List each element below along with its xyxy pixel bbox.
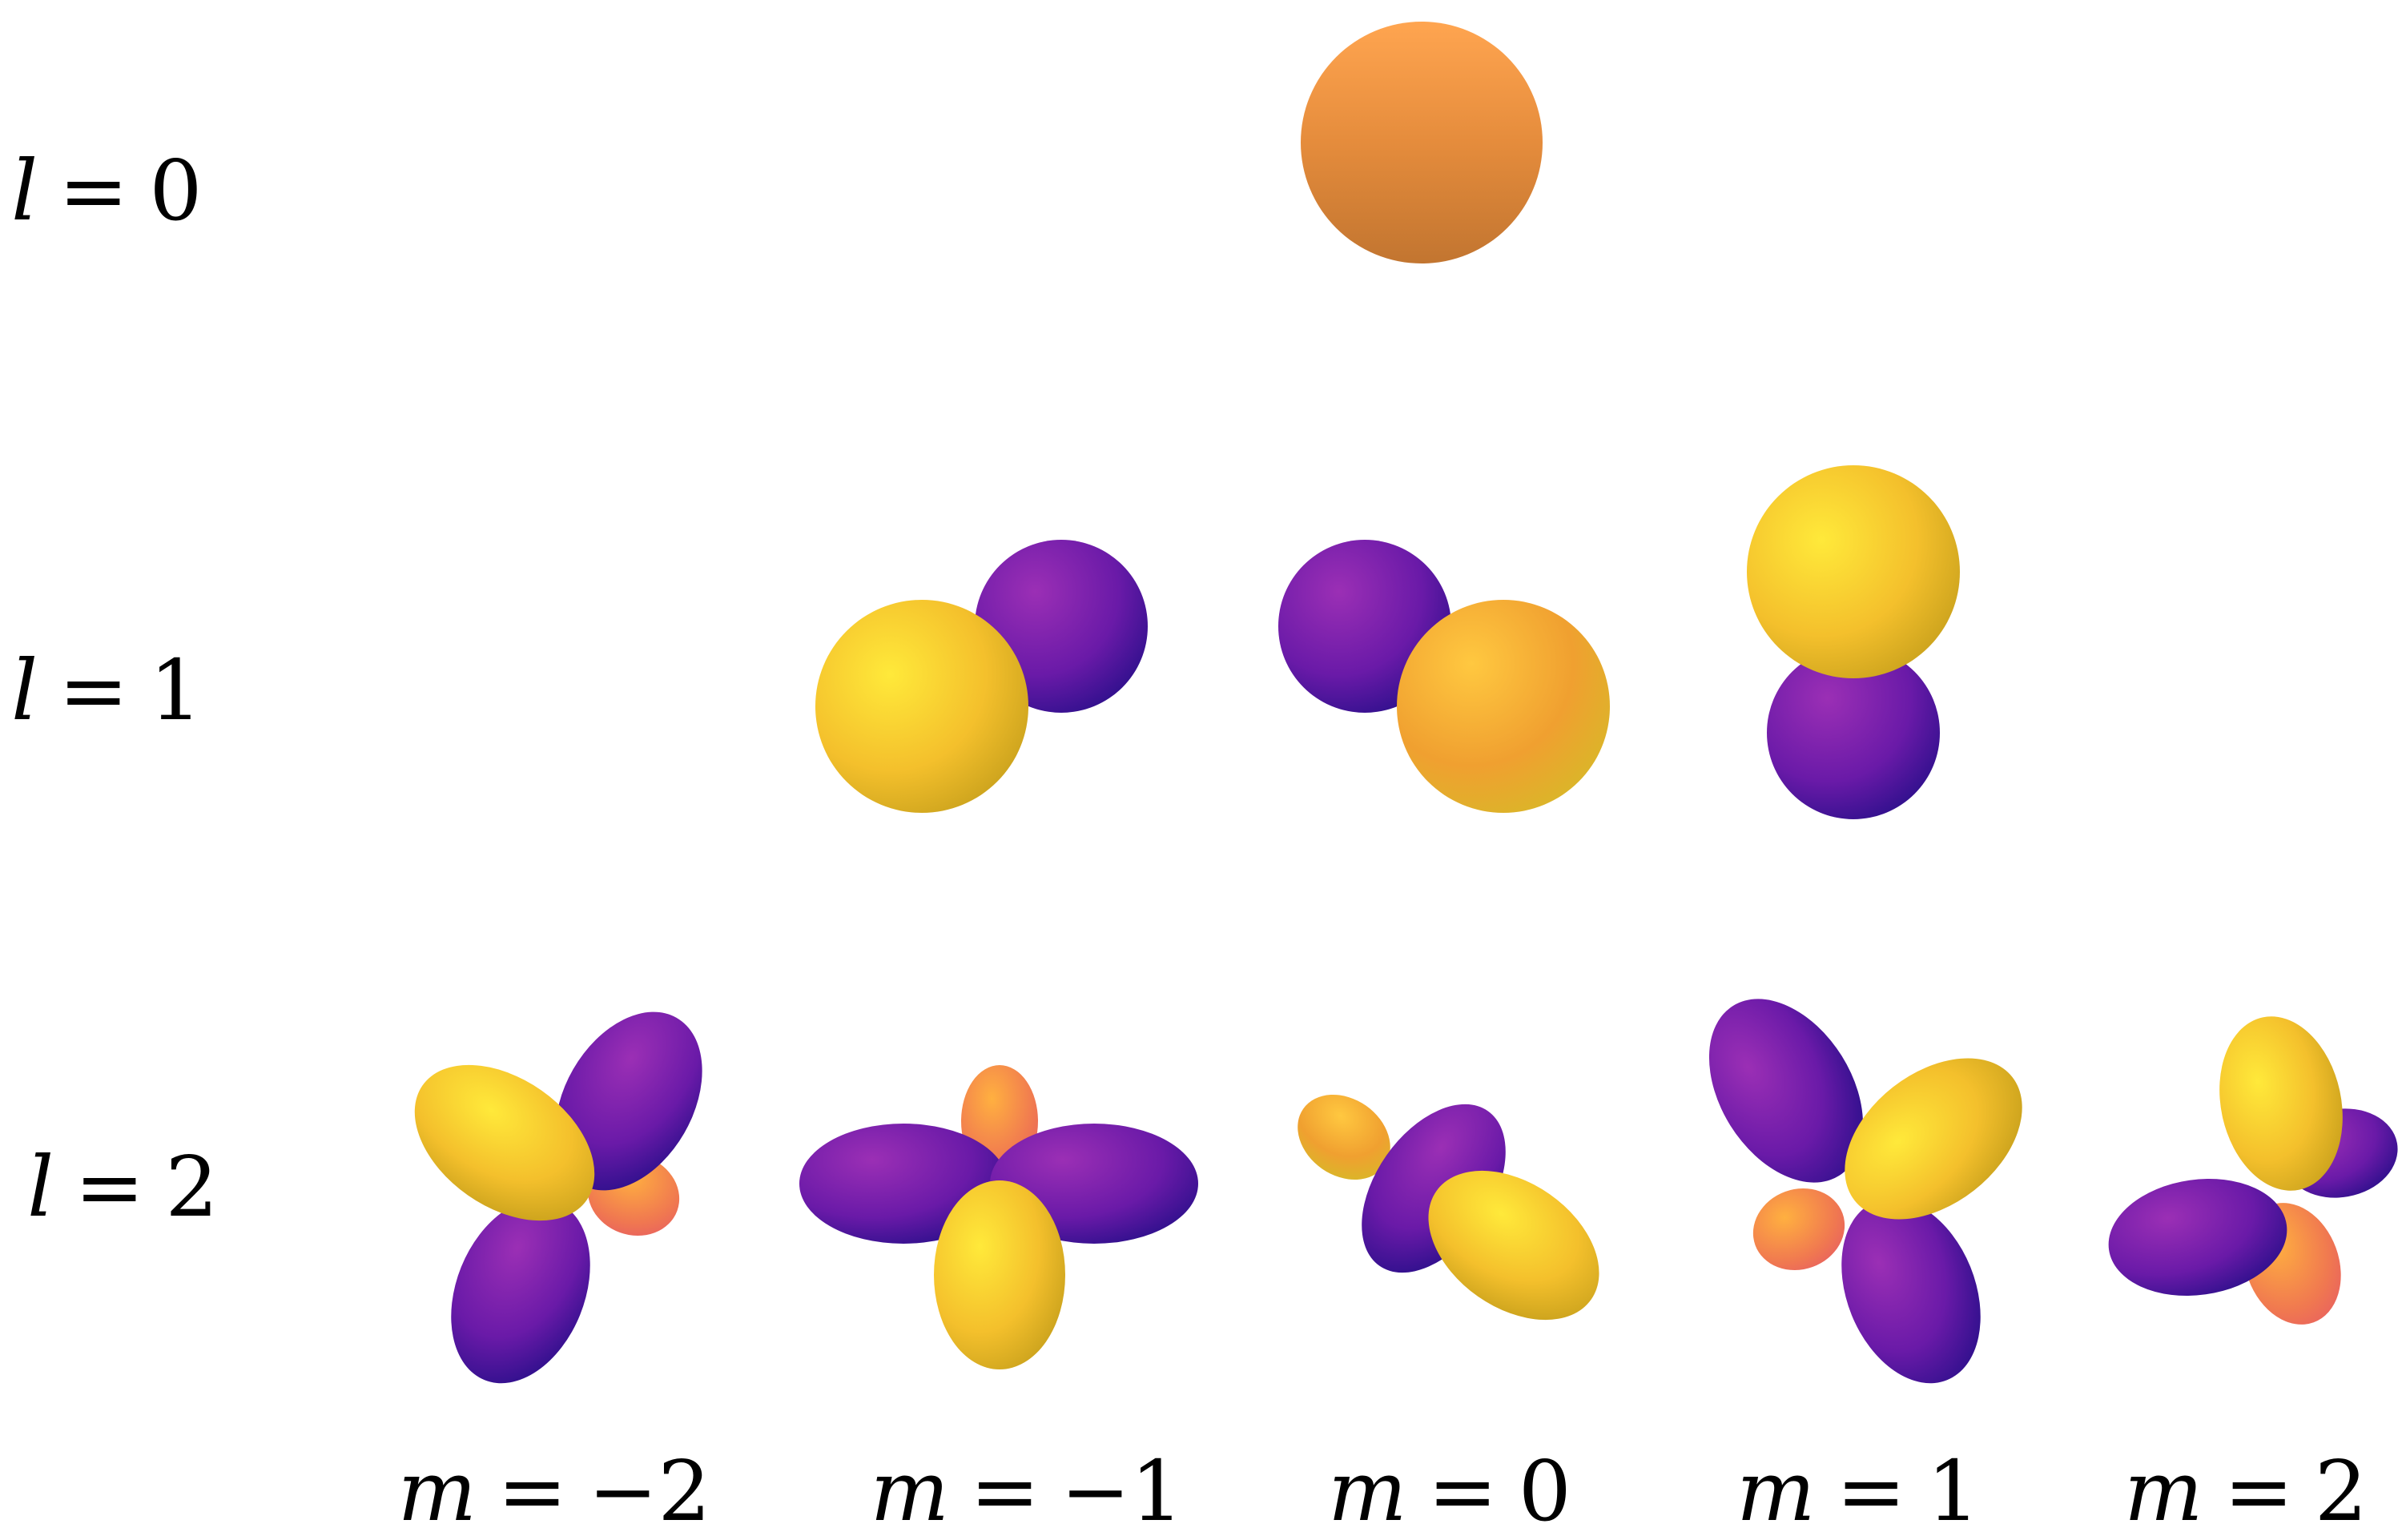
harmonic-l2-m0 bbox=[1298, 1094, 1599, 1321]
lobe-positive bbox=[1298, 1094, 1390, 1180]
harmonic-l1-m1 bbox=[1747, 465, 1960, 819]
lobe-positive bbox=[414, 1064, 595, 1221]
lobe-positive bbox=[1845, 1058, 2022, 1220]
lobe-positive-small bbox=[1752, 1188, 1845, 1271]
harmonic-l1-m0 bbox=[1278, 540, 1610, 813]
lobe-negative bbox=[2108, 1179, 2287, 1296]
lobe-positive bbox=[2219, 1016, 2343, 1191]
row-label-l2: l=2 bbox=[27, 1138, 219, 1236]
harmonic-l2-m2 bbox=[2108, 1016, 2398, 1325]
lobe-negative bbox=[1708, 999, 1864, 1183]
lobe-positive bbox=[934, 1180, 1065, 1369]
lobe-positive bbox=[1428, 1170, 1599, 1321]
lobe-negative bbox=[555, 1011, 702, 1191]
lobe-negative bbox=[451, 1198, 590, 1384]
row-label-l1: l=1 bbox=[11, 641, 203, 739]
lobe-negative bbox=[1841, 1198, 1981, 1384]
lobe-positive bbox=[815, 600, 1028, 813]
harmonic-l0-m0 bbox=[1301, 22, 1543, 263]
lobe-positive bbox=[1747, 465, 1960, 678]
lobe-positive bbox=[1397, 600, 1610, 813]
lobe-negative bbox=[1767, 646, 1940, 819]
row-label-l0: l=0 bbox=[11, 142, 203, 239]
harmonic-l2-m1 bbox=[1708, 999, 2022, 1384]
lobe-positive bbox=[1301, 22, 1543, 263]
harmonic-l1-m-neg1 bbox=[815, 540, 1148, 813]
harmonic-l2-m-neg2 bbox=[414, 1011, 702, 1384]
harmonic-l2-m-neg1 bbox=[799, 1065, 1198, 1369]
